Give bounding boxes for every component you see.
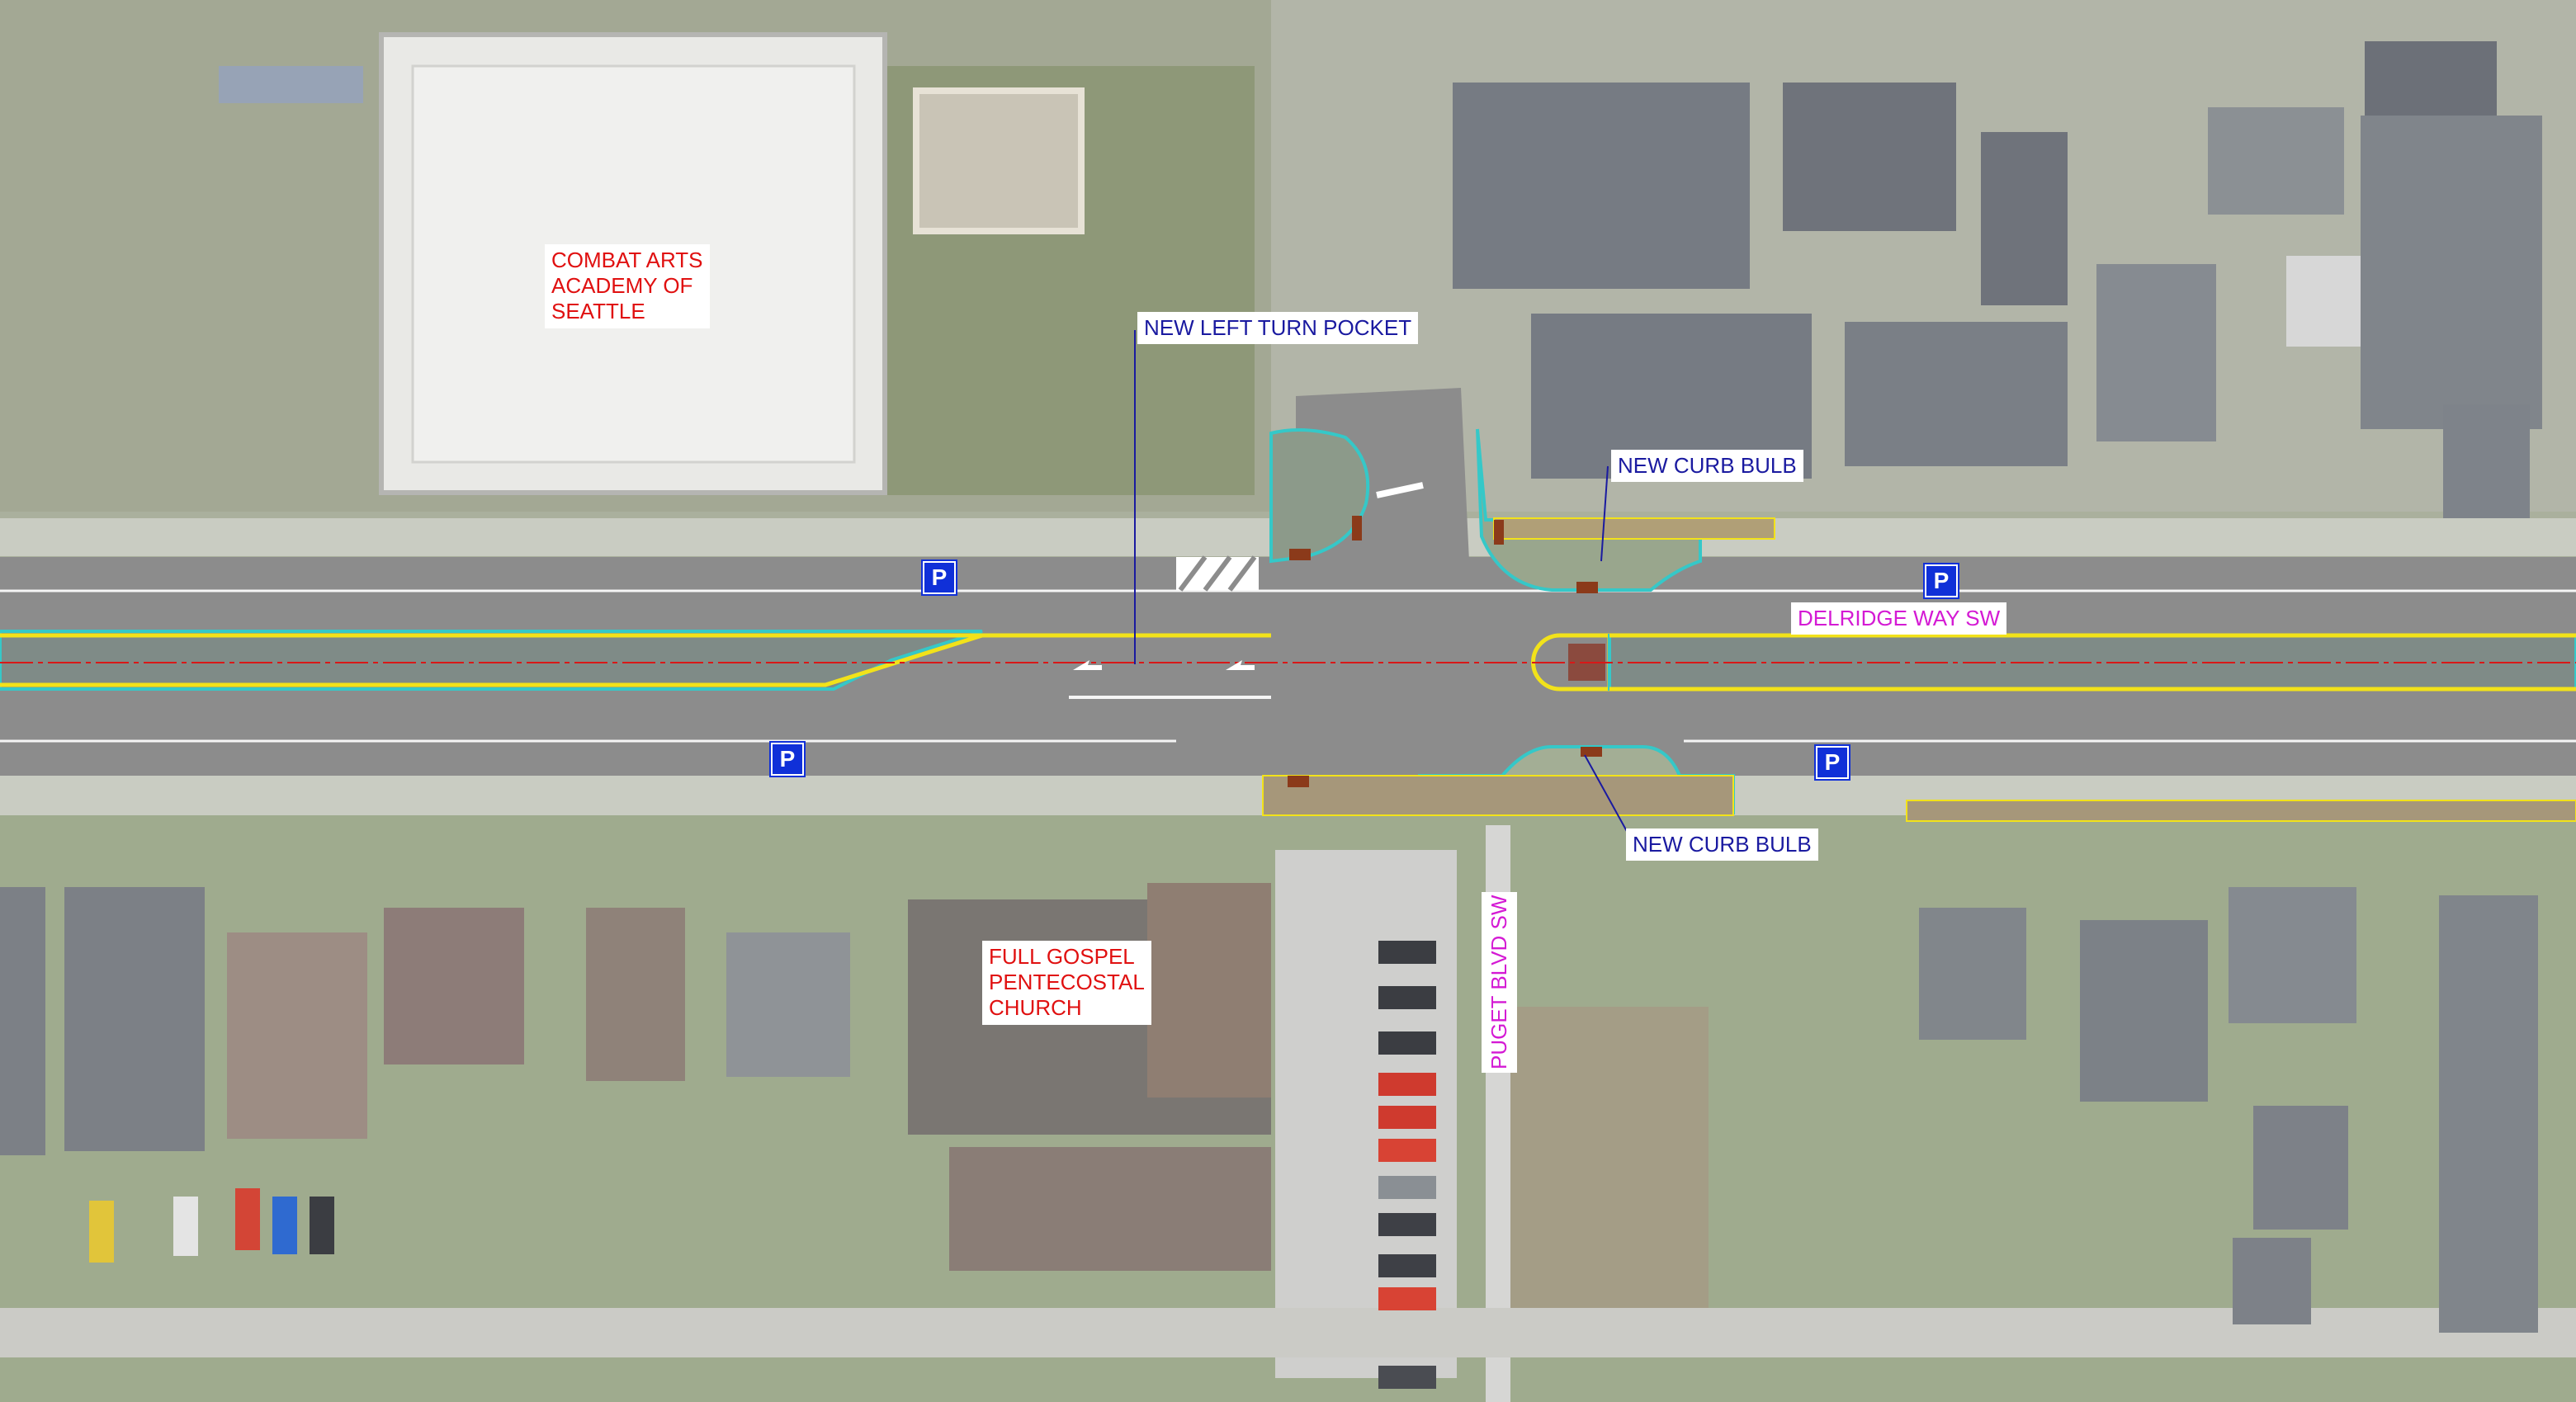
planting-strip [1906, 800, 2576, 822]
curb-ramps [1288, 516, 1602, 787]
townhouse-roof-5 [1981, 132, 2068, 305]
arrow-marking [1073, 660, 1102, 670]
house-roof-sw-3 [384, 908, 524, 1064]
townhouse-roof-4 [1845, 322, 2068, 466]
alley [0, 1308, 2576, 1357]
foundation [913, 87, 1085, 234]
label-new-curb-bulb-north: NEW CURB BULB [1611, 450, 1803, 483]
parking-sign-icon: P [921, 559, 957, 596]
label-full-gospel-church: FULL GOSPEL PENTECOSTAL CHURCH [982, 941, 1151, 1025]
parked-cars [89, 941, 1436, 1389]
house-roof-se-2 [2080, 920, 2208, 1102]
house-roof-sw-2 [227, 932, 367, 1139]
church-roof-wing [1147, 883, 1271, 1098]
house-roof-se-3 [2229, 887, 2356, 1023]
parking-sign-icon: P [1923, 563, 1959, 599]
label-delridge-way-sw: DELRIDGE WAY SW [1791, 602, 2007, 635]
parking-sign-icon: P [769, 741, 806, 777]
house-roof-sw-5 [726, 932, 850, 1077]
arrow-marking [1226, 660, 1255, 670]
house-roof-se-1 [1919, 908, 2026, 1040]
community-garden [1510, 1007, 1709, 1320]
house-roof-ne-5 [2443, 404, 2530, 520]
planting-strip [1493, 517, 1775, 540]
label-puget-blvd-sw: PUGET BLVD SW [1482, 891, 1517, 1073]
house-roof-ne-2 [2208, 107, 2344, 215]
label-new-curb-bulb-south: NEW CURB BULB [1626, 828, 1818, 861]
church-roof-rear [949, 1147, 1271, 1271]
label-combat-arts-academy: COMBAT ARTS ACADEMY OF SEATTLE [545, 244, 710, 328]
house-roof-ne-6 [2365, 41, 2497, 116]
shed-roof [219, 66, 363, 103]
house-roof-sw-0 [0, 887, 45, 1155]
house-roof-se-6 [2233, 1238, 2311, 1324]
house-roof-ne-1 [2096, 264, 2216, 441]
townhouse-roof-1 [1453, 83, 1750, 289]
leader-line [1600, 465, 1609, 562]
label-new-left-turn-pocket: NEW LEFT TURN POCKET [1137, 312, 1419, 345]
house-roof-sw-1 [64, 887, 205, 1151]
house-roof-sw-4 [586, 908, 685, 1081]
curb-bulb-north-east [1476, 428, 1702, 592]
parking-sign-icon: P [1814, 744, 1850, 781]
house-roof-se-5 [2439, 895, 2538, 1333]
house-roof-se-4 [2253, 1106, 2348, 1230]
planting-strip [1262, 775, 1734, 816]
townhouse-roof-3 [1783, 83, 1956, 231]
leader-line [1584, 754, 1633, 843]
curb-bulb-north-west [1269, 428, 1370, 564]
house-roof-ne-4 [2361, 116, 2542, 429]
